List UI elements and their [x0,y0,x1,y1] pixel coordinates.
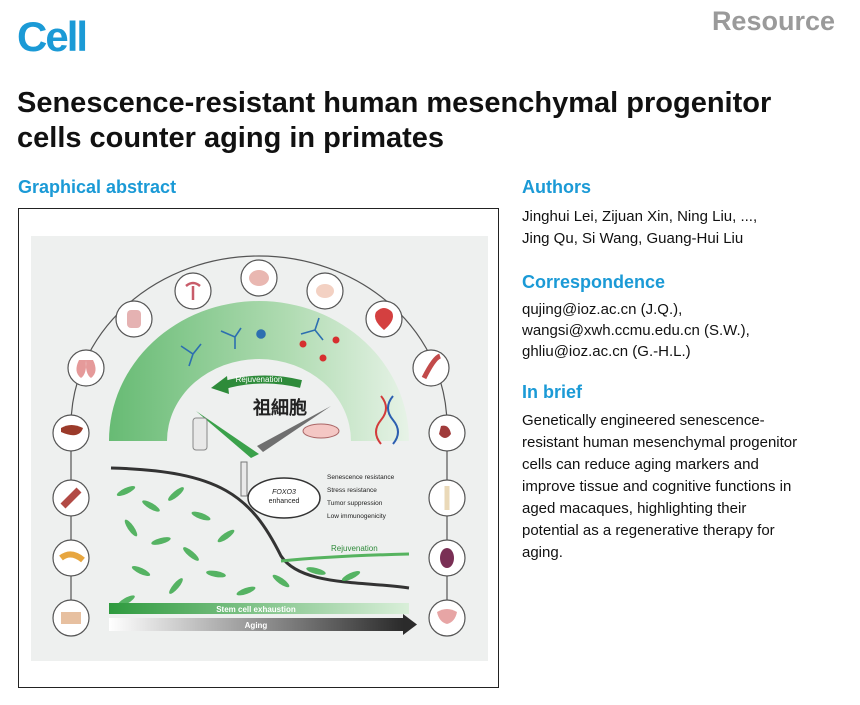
in-brief-line-2: resistant human mesenchymal progenitor [522,434,798,451]
journal-logo: Cell [17,13,88,60]
property-2: Stress resistance [327,487,377,494]
in-brief-line-5: aged macaques, highlighting their [522,500,747,517]
in-brief-line-3: cells can reduce aging markers and [522,456,759,473]
syringe-icon [240,461,248,497]
property-4: Low immunogenicity [327,513,387,520]
rejuvenation-arrowhead [211,376,229,394]
green-blade [196,411,259,458]
graphical-abstract-svg: Rejuvenation 祖細胞 Rejuvenation [52,255,466,637]
correspondence-line-2[interactable]: wangsi@xwh.ccmu.edu.cn (S.W.), [522,322,750,339]
progenitor-cells [116,485,361,607]
in-brief-line-6: potential as a regenerative therapy for [522,522,775,539]
foxo3-label: FOXO3 [272,489,296,496]
property-3: Tumor suppression [327,500,383,507]
vial-icon [192,417,208,451]
aging-label: Aging [245,621,268,630]
article-title: Senescence-resistant human mesenchymal p… [17,87,772,154]
in-brief-line-1: Genetically engineered senescence- [522,412,765,429]
aging-bar [109,618,403,631]
aging-arrowhead [403,614,417,635]
rejuvenation-curve [280,552,410,563]
figure-background: Rejuvenation 祖細胞 Rejuvenation [31,236,488,661]
in-brief-heading: In brief [522,382,583,402]
dna-icon [375,395,399,445]
authors-line-1: Jinghui Lei, Zijuan Xin, Ning Liu, ..., [522,208,758,225]
petri-dish-icon [302,423,340,439]
stem-cell-exhaustion-label: Stem cell exhaustion [216,605,296,614]
gray-blade [257,406,331,452]
molecule-icons [299,336,340,362]
enhanced-label: enhanced [269,498,300,505]
chinese-text: 祖細胞 [252,397,307,418]
in-brief-line-7: aging. [522,544,563,561]
graphical-abstract-figure: Rejuvenation 祖細胞 Rejuvenation [18,208,499,688]
rejuvenation-arrow [219,375,302,390]
authors-heading: Authors [522,177,591,197]
pancreas-organ-icon [52,539,90,577]
correspondence-heading: Correspondence [522,272,666,292]
neuron-icons [180,317,324,367]
property-1: Senescence resistance [327,474,395,481]
rejuvenation-arch [109,301,409,441]
correspondence-line-3[interactable]: ghliu@ioz.ac.cn (G.-H.L.) [522,343,691,360]
stem-cell-exhaustion-bar [109,603,409,614]
rejuvenation-curve-label: Rejuvenation [331,544,378,553]
aging-curve [110,466,410,590]
graphical-abstract-heading: Graphical abstract [18,177,177,197]
authors-line-2: Jing Qu, Si Wang, Guang-Hui Liu [522,230,744,247]
rejuvenation-arrow-label: Rejuvenation [236,375,283,384]
lung-organ-icon [67,349,105,387]
organ-glyphs [59,270,457,624]
correspondence-line-1[interactable]: qujing@ioz.ac.cn (J.Q.), [522,301,683,318]
foxo3-cell [247,477,321,519]
in-brief-line-4: improve tissue and cognitive functions i… [522,478,792,495]
article-type: Resource [711,6,835,36]
